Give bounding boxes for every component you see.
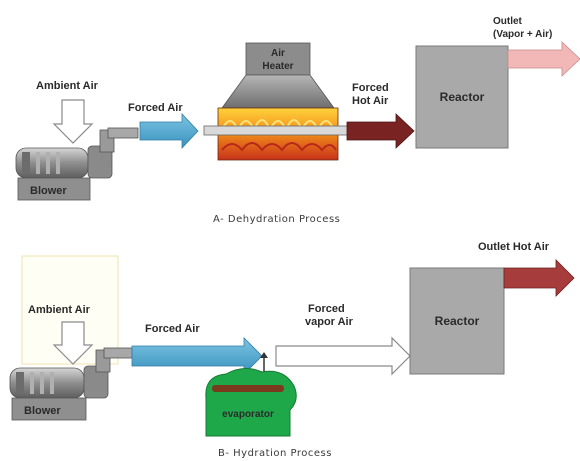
evaporator-label: evaporator bbox=[222, 409, 274, 420]
outlet-label-a-line1: Outlet bbox=[493, 16, 523, 27]
forced-hot-air-label-line1: Forced bbox=[352, 82, 389, 94]
blower-b: Blower bbox=[9, 347, 133, 421]
section-a: Ambient Air Blower Forced Air Air Heater bbox=[15, 16, 580, 225]
ambient-air-arrow-a bbox=[52, 99, 94, 144]
air-heater-label-line2: Heater bbox=[262, 61, 293, 72]
forced-vapor-air-label-line1: Forced bbox=[308, 303, 345, 315]
ambient-air-label-b: Ambient Air bbox=[28, 304, 91, 316]
forced-vapor-air-label-line2: vapor Air bbox=[305, 316, 354, 328]
forced-air-arrow-a bbox=[139, 112, 199, 150]
heater-tube bbox=[203, 125, 357, 136]
ambient-air-arrow-b bbox=[52, 321, 94, 365]
reactor-a bbox=[415, 45, 509, 149]
outlet-label-b: Outlet Hot Air bbox=[478, 241, 550, 253]
blower-label-a: Blower bbox=[30, 185, 67, 197]
outlet-arrow-a bbox=[507, 41, 580, 77]
outlet-label-a-line2: (Vapor + Air) bbox=[493, 29, 552, 40]
air-heater: Air Heater bbox=[203, 42, 357, 161]
caption-b: B- Hydration Process bbox=[218, 448, 332, 459]
outlet-arrow-b bbox=[503, 259, 575, 297]
forced-air-label-b: Forced Air bbox=[145, 323, 200, 335]
reactor-label-a: Reactor bbox=[440, 90, 485, 104]
forced-vapor-air-arrow bbox=[275, 336, 411, 376]
evaporator: evaporator bbox=[205, 352, 297, 437]
air-heater-label-line1: Air bbox=[271, 48, 285, 59]
ambient-air-label-a: Ambient Air bbox=[36, 80, 99, 92]
forced-air-arrow-b bbox=[131, 337, 263, 375]
blower-label-b: Blower bbox=[24, 405, 61, 417]
caption-a: A- Dehydration Process bbox=[213, 214, 340, 225]
section-b: Ambient Air Blower Forced Air evaporator bbox=[9, 241, 575, 459]
forced-hot-air-label-line2: Hot Air bbox=[352, 95, 389, 107]
reactor-b bbox=[409, 267, 505, 375]
forced-air-label-a: Forced Air bbox=[128, 102, 183, 114]
reactor-label-b: Reactor bbox=[435, 314, 480, 328]
blower-a: Blower bbox=[15, 127, 139, 201]
hot-air-arrow bbox=[346, 113, 415, 149]
